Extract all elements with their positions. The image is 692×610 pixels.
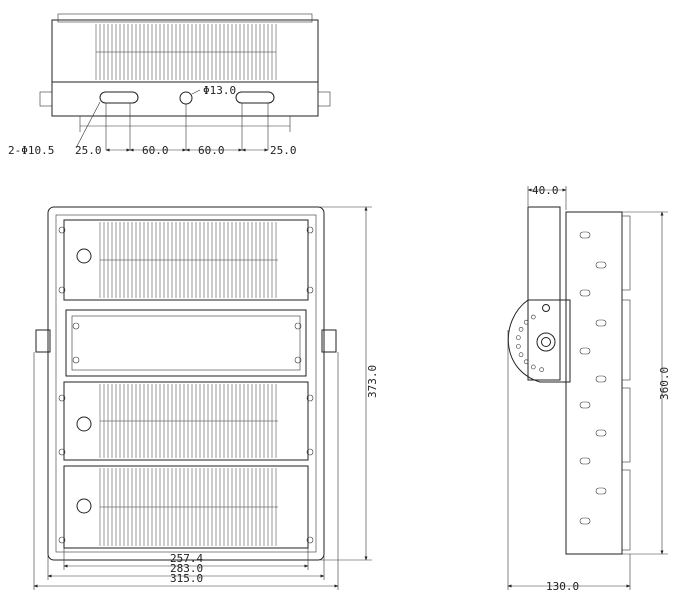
connector-1: [76, 248, 92, 264]
dim-60-right: 60.0: [198, 144, 225, 157]
dim-25-left: 25.0: [75, 144, 102, 157]
top-view-fins: [95, 24, 277, 80]
front-right-bracket: [321, 329, 337, 353]
top-view-driver-box: [51, 81, 319, 117]
bracket-depth-label: 40.0: [532, 184, 559, 197]
pivot-outer: [536, 332, 556, 352]
driver-box: [65, 309, 307, 377]
side-view: 40.0 360.0 130.0: [507, 184, 671, 593]
front-view: 373.0 257.4 283.0 315.0: [33, 206, 379, 590]
module-1: [63, 219, 309, 301]
top-view-center-hole: [179, 91, 193, 105]
width-257-label: 257.4: [170, 552, 203, 565]
top-view: Φ13.0 2-Φ10.5 25.0 60.0 60.0 25.0: [8, 13, 331, 157]
dim-60-left: 60.0: [142, 144, 169, 157]
side-bracket-plate: [507, 299, 571, 383]
front-view-frame: [47, 206, 325, 561]
top-view-housing: [51, 19, 319, 83]
width-283-label: 283.0: [170, 562, 203, 575]
front-left-bracket: [35, 329, 51, 353]
top-view-lid: [57, 13, 313, 23]
side-bracket-holes: [516, 314, 544, 372]
top-view-slot-right: [235, 91, 275, 104]
top-view-slot-left: [99, 91, 139, 104]
connector-3: [76, 498, 92, 514]
side-depth-label: 130.0: [546, 580, 579, 593]
side-height-label: 360.0: [658, 367, 671, 400]
side-bracket-arm: [527, 206, 561, 381]
front-height-label: 373.0: [366, 365, 379, 398]
driver-box-inner: [71, 315, 301, 371]
side-lens-modules: [621, 215, 631, 551]
front-view-screws: [58, 226, 314, 544]
module-3: [63, 465, 309, 549]
module-2: [63, 381, 309, 461]
front-view-fins: [99, 222, 278, 546]
connector-2: [76, 416, 92, 432]
width-315-label: 315.0: [170, 572, 203, 585]
top-view-left-bracket: [39, 91, 53, 107]
front-view-inner-frame: [55, 214, 317, 553]
slot-callout-label: 2-Φ10.5: [8, 144, 54, 157]
lock-screw: [542, 304, 550, 312]
side-housing: [565, 211, 623, 555]
top-view-right-bracket: [317, 91, 331, 107]
hole-callout-label: Φ13.0: [203, 84, 236, 97]
pivot-inner: [541, 337, 551, 347]
side-housing-slots: [579, 231, 607, 525]
dim-25-right: 25.0: [270, 144, 297, 157]
